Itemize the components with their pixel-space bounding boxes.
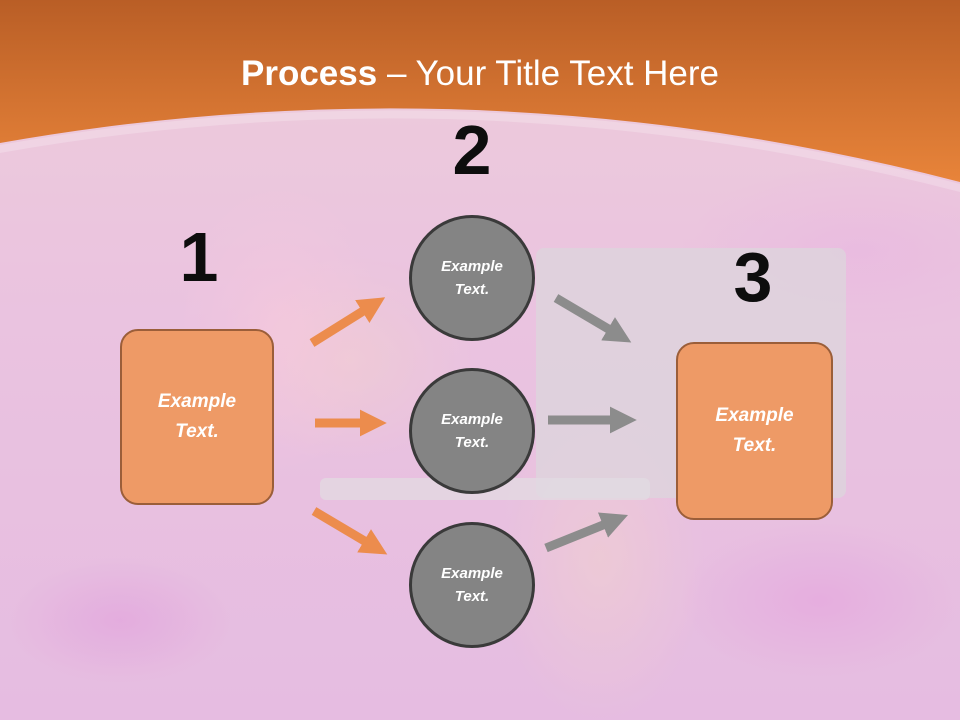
arrow-to-circle-bottom [311, 507, 388, 555]
circle-middle-text: Example Text. [441, 411, 503, 451]
output-box: Example Text. [676, 342, 833, 520]
circle-bottom-text: Example Text. [441, 565, 503, 605]
output-box-text: Example Text. [715, 405, 794, 456]
circle-top: Example Text. [409, 215, 535, 341]
input-box-text: Example Text. [157, 391, 237, 442]
input-box: Example Text. [120, 329, 274, 505]
step-number-2: 2 [452, 111, 492, 189]
arrow-from-circle-top [553, 294, 632, 343]
step-number-3: 3 [733, 238, 773, 316]
circle-top-text: Example Text. [441, 258, 503, 298]
title-strong: Process [241, 54, 378, 93]
header-banner [0, 0, 960, 192]
title-rest: – Your Title Text Here [377, 54, 719, 93]
circle-middle: Example Text. [409, 368, 535, 494]
arrow-to-circle-top [309, 297, 386, 347]
circle-bottom: Example Text. [409, 522, 535, 648]
arrow-from-circle-bottom [544, 512, 629, 553]
step-number-1: 1 [179, 218, 219, 296]
slide-title: Process – Your Title Text Here [0, 52, 960, 96]
